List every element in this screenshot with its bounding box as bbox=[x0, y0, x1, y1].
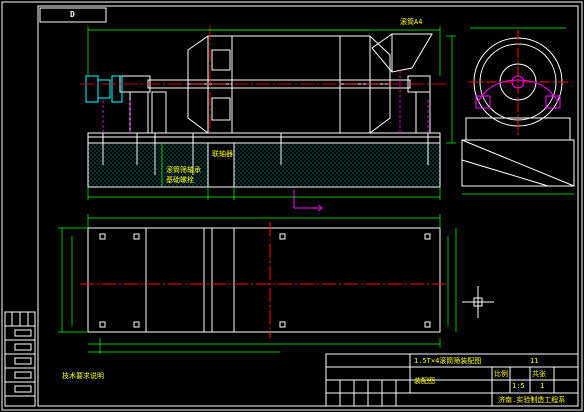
hidden-lines bbox=[102, 70, 429, 133]
inner-border bbox=[37, 5, 579, 407]
drawing-title: 1.5T×4滚筒筛装配图 bbox=[414, 357, 482, 365]
school-name: 济南.实验制造工程系 bbox=[498, 396, 566, 404]
centerlines bbox=[80, 26, 448, 135]
base-frame bbox=[87, 132, 441, 144]
sheet-value: 1 bbox=[540, 382, 545, 390]
part-number: 11 bbox=[530, 357, 539, 365]
sheet-code-box bbox=[39, 7, 107, 23]
drawing-name: 装配图 bbox=[414, 377, 435, 385]
concrete-foundation bbox=[87, 142, 441, 188]
front-dimensions bbox=[87, 26, 456, 200]
annotation-bolt: 基础螺栓 bbox=[166, 176, 194, 184]
scale-label: 比例 bbox=[494, 370, 508, 378]
ucs-icon bbox=[293, 190, 323, 212]
scale-value: 1:5 bbox=[512, 382, 525, 390]
drum-body bbox=[187, 35, 391, 134]
side-view bbox=[461, 27, 575, 195]
feed-hopper bbox=[371, 33, 433, 73]
annotation-bearing: 滚筒筛轴承 bbox=[166, 166, 201, 174]
sheet-code: D bbox=[70, 10, 75, 19]
annotation-drum: 滚筒A4 bbox=[400, 18, 423, 26]
title-block bbox=[325, 353, 579, 407]
anchor-bolts bbox=[102, 133, 429, 175]
motor-assembly bbox=[85, 75, 123, 103]
annotation-coupling: 联轴器 bbox=[212, 150, 233, 158]
bearing-supports bbox=[129, 91, 431, 134]
top-view bbox=[58, 214, 457, 354]
crosshair-cursor[interactable] bbox=[462, 286, 494, 318]
technical-note: 技术要求说明 bbox=[62, 372, 104, 380]
left-binding-strip bbox=[4, 311, 36, 407]
sheet-label: 共张 bbox=[532, 370, 546, 378]
